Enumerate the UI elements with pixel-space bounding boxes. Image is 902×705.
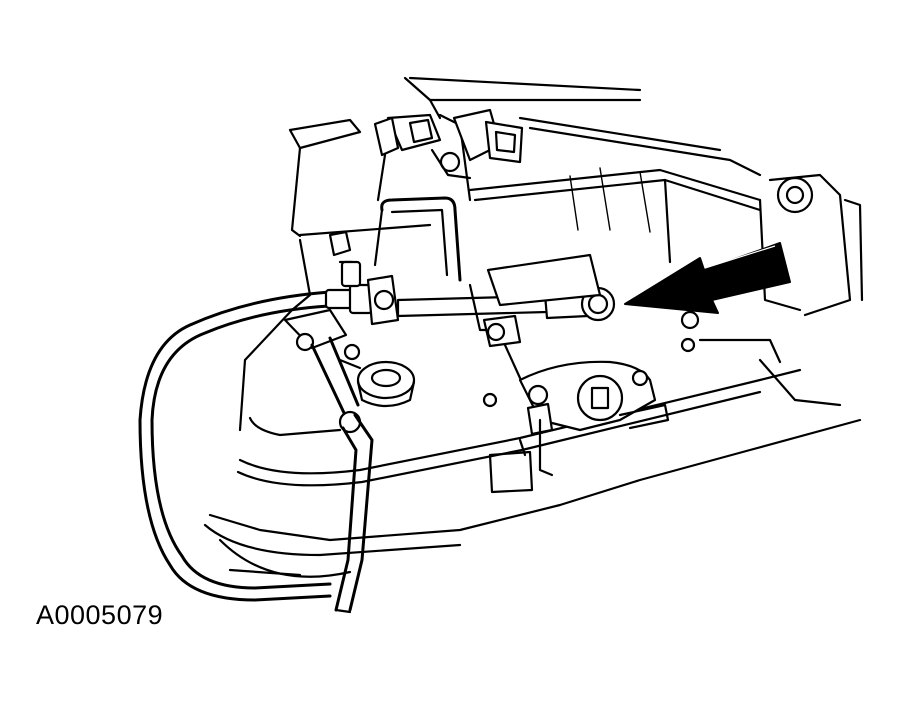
- harness-connectors: [373, 108, 524, 202]
- transmission-housing: [238, 76, 864, 432]
- mounting-bracket: [328, 196, 462, 282]
- manual-shift-lever: [468, 253, 670, 477]
- bolt-bosses: [356, 176, 814, 408]
- figure-id-label: A0005079: [36, 600, 164, 630]
- cable-support-bracket: [283, 308, 374, 614]
- shift-cable: [138, 290, 332, 602]
- cable-adjuster: [324, 260, 616, 326]
- callout-arrow: [624, 242, 791, 314]
- transmission-pan: [203, 338, 862, 578]
